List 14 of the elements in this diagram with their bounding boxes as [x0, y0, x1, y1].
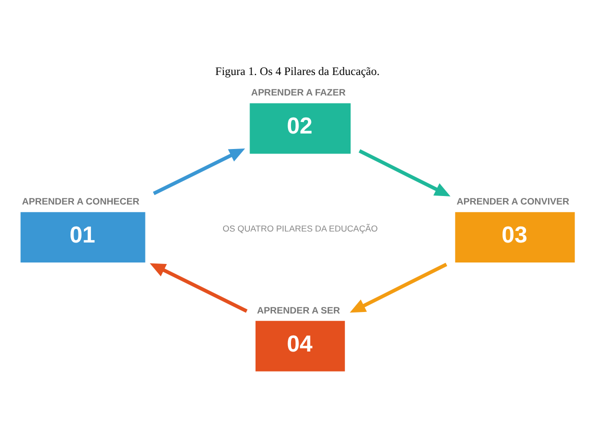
diagram-title: Figura 1. Os 4 Pilares da Educação.	[215, 65, 380, 78]
arrow	[150, 262, 248, 312]
node-box: 03	[455, 212, 575, 262]
node-box: 01	[20, 212, 146, 262]
node-label: APRENDER A SER	[256, 304, 340, 315]
label: OS QUATRO PILARES DA EDUCAÇÃO	[222, 223, 378, 234]
node-label: APRENDER A CONVIVER	[456, 196, 570, 206]
node-label: APRENDER A FAZER	[251, 87, 346, 98]
node-box: 02	[250, 102, 351, 154]
arrow	[152, 148, 246, 195]
node-label: APRENDER A CONHECER	[22, 196, 140, 206]
arrow	[350, 262, 448, 312]
node-box: 04	[256, 320, 345, 371]
arrow	[358, 148, 450, 196]
